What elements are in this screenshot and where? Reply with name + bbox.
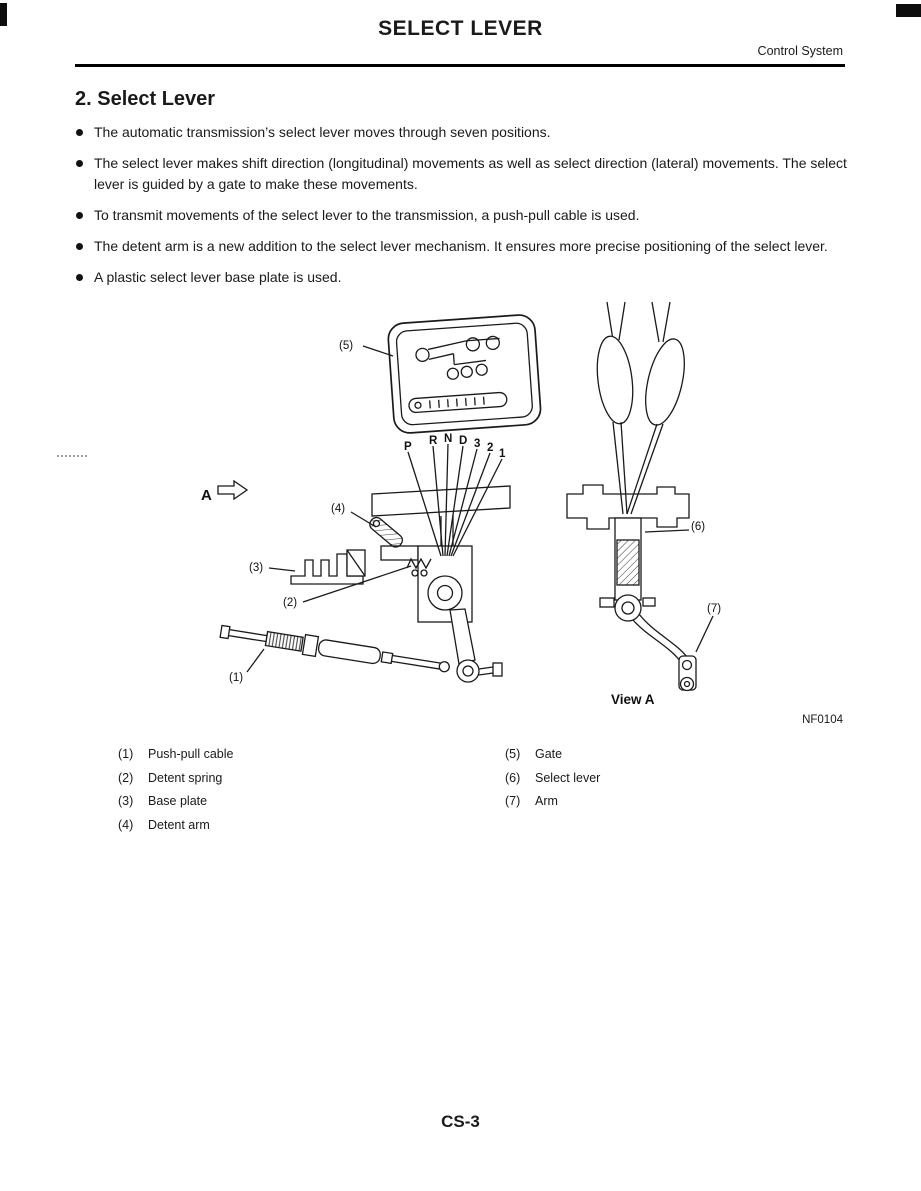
gate-fan-lines <box>407 443 503 557</box>
page-edge-mark-left <box>0 3 7 26</box>
bullet-text: The automatic transmission’s select leve… <box>94 124 551 140</box>
bullet-text: A plastic select lever base plate is use… <box>94 269 342 285</box>
gate-position-d: D <box>459 435 467 447</box>
legend-label: Detent arm <box>148 817 210 832</box>
select-lever-figure: (5) (4) (3) (2) (1) (6) (7) P R N D 3 2 … <box>55 300 865 740</box>
legend-column-left: (1) Push-pull cable (2) Detent spring (3… <box>118 748 505 842</box>
legend-row: (3) Base plate <box>118 795 505 808</box>
callout-3: (3) <box>249 562 263 574</box>
legend-label: Push-pull cable <box>148 747 234 761</box>
bullet-dot <box>76 160 83 167</box>
lever-shafts <box>612 421 664 515</box>
callout-7: (7) <box>707 603 721 615</box>
bullet-item: The detent arm is a new addition to the … <box>75 236 850 257</box>
bullet-text: The detent arm is a new addition to the … <box>94 238 828 254</box>
page-edge-mark-right <box>896 4 921 17</box>
legend-label: Detent spring <box>148 770 223 785</box>
base-plate <box>290 549 366 585</box>
bullet-dot <box>76 129 83 136</box>
callout-1: (1) <box>229 672 243 684</box>
legend-num: (2) <box>118 770 134 785</box>
callout-4: (4) <box>331 503 345 515</box>
lever-pivot <box>427 575 503 683</box>
bullet-dot <box>76 243 83 250</box>
lever-top-plate <box>371 485 511 517</box>
figure-legend: (1) Push-pull cable (2) Detent spring (3… <box>118 748 600 842</box>
legend-label: Base plate <box>148 794 208 808</box>
callout-line-5 <box>362 345 394 357</box>
page-number: CS-3 <box>441 1112 480 1131</box>
legend-row: (4) Detent arm <box>118 817 505 832</box>
gate-position-2: 2 <box>487 442 493 454</box>
callout-5: (5) <box>339 340 353 352</box>
gate-position-n: N <box>444 433 452 445</box>
print-artifact <box>57 455 87 457</box>
callout-line-7 <box>695 615 714 653</box>
view-a-assembly <box>566 301 714 692</box>
legend-label: Gate <box>535 747 563 761</box>
header-rule <box>75 64 845 67</box>
detent-arm <box>369 516 404 548</box>
legend-row: (5) Gate <box>505 748 600 761</box>
legend-num: (3) <box>118 794 134 808</box>
bullet-text: The select lever makes shift direction (… <box>94 155 847 192</box>
page-header-subtitle: Control System <box>757 44 843 58</box>
gate-position-1: 1 <box>499 448 506 460</box>
select-lever-knobs <box>596 335 685 426</box>
gate-position-3: 3 <box>474 438 480 450</box>
legend-num: (6) <box>505 770 521 785</box>
select-lever-diagram: (5) (4) (3) (2) (1) (6) (7) P R N D 3 2 … <box>201 301 721 707</box>
legend-label: Select lever <box>535 770 601 785</box>
legend-num: (5) <box>505 747 521 761</box>
callout-2: (2) <box>283 597 297 609</box>
legend-num: (1) <box>118 747 134 761</box>
view-a-bracket <box>566 484 690 530</box>
legend-column-right: (5) Gate (6) Select lever (7) Arm <box>505 748 600 842</box>
legend-row: (6) Select lever <box>505 770 601 785</box>
callout-6: (6) <box>691 521 705 533</box>
legend-label: Arm <box>535 794 558 808</box>
callout-line-6 <box>644 529 690 533</box>
bullet-text: To transmit movements of the select leve… <box>94 207 640 223</box>
bullet-dot <box>76 212 83 219</box>
bullet-item: The select lever makes shift direction (… <box>75 153 850 195</box>
left-callout-lines <box>246 511 412 673</box>
arm <box>632 613 697 692</box>
bullet-item: The automatic transmission’s select leve… <box>75 122 850 143</box>
detent-spring <box>406 557 432 577</box>
push-pull-cable <box>219 624 450 673</box>
gate-position-r: R <box>429 435 438 447</box>
page-header-title: SELECT LEVER <box>378 17 543 40</box>
gate-position-p: P <box>404 441 412 453</box>
legend-row: (2) Detent spring <box>118 770 505 785</box>
bullet-list: The automatic transmission’s select leve… <box>75 122 850 298</box>
legend-row: (7) Arm <box>505 795 600 808</box>
view-a-label: View A <box>611 692 655 707</box>
legend-num: (4) <box>118 817 134 832</box>
figure-code: NF0104 <box>802 714 843 726</box>
section-title: 2. Select Lever <box>75 88 216 110</box>
legend-row: (1) Push-pull cable <box>118 748 505 761</box>
view-direction-label: A <box>201 487 212 504</box>
bullet-item: To transmit movements of the select leve… <box>75 205 850 226</box>
view-direction-arrow-icon <box>217 479 249 501</box>
bullet-dot <box>76 274 83 281</box>
bullet-item: A plastic select lever base plate is use… <box>75 267 850 288</box>
gate-plate <box>387 314 542 434</box>
legend-num: (7) <box>505 794 521 808</box>
